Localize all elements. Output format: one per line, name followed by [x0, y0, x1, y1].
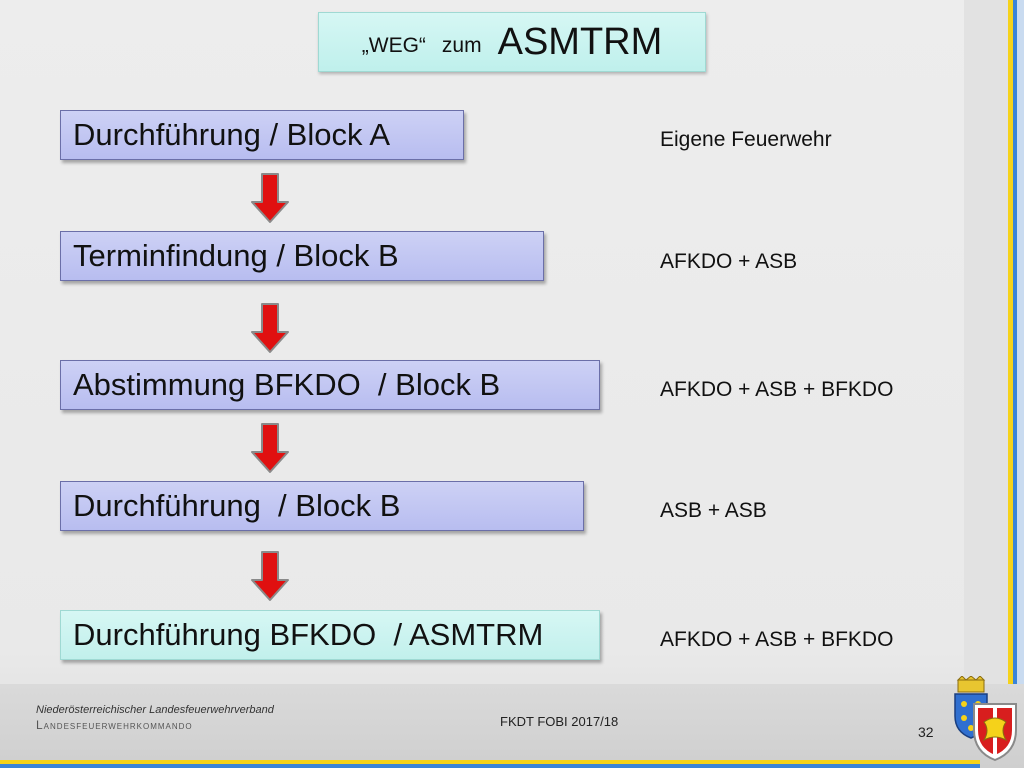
- step-label: Abstimmung BFKDO / Block B: [73, 367, 501, 402]
- arrow-down-icon: [251, 423, 289, 473]
- arrow-down-icon: [251, 303, 289, 353]
- arrow-down-icon: [251, 551, 289, 601]
- step-box-4: Durchführung / Block B: [60, 481, 584, 531]
- step-label: Durchführung BFKDO / ASMTRM: [73, 617, 544, 652]
- step-label: Durchführung / Block A: [73, 117, 391, 152]
- fire-brigade-emblem-icon: [973, 703, 1017, 762]
- footer-stripe-blue: [0, 764, 980, 768]
- title-prefix: „WEG“: [361, 34, 426, 57]
- step-note-2: AFKDO + ASB: [660, 250, 798, 273]
- step-label: Terminfindung / Block B: [73, 238, 399, 273]
- page-number: 32: [918, 724, 934, 740]
- arrow-down-icon: [251, 173, 289, 223]
- step-box-2: Terminfindung / Block B: [60, 231, 544, 281]
- step-label: Durchführung / Block B: [73, 488, 401, 523]
- footer-stripe-yellow: [0, 760, 980, 764]
- step-box-3: Abstimmung BFKDO / Block B: [60, 360, 600, 410]
- step-note-5: AFKDO + ASB + BFKDO: [660, 628, 894, 651]
- step-note-4: ASB + ASB: [660, 499, 767, 522]
- step-note-1: Eigene Feuerwehr: [660, 128, 832, 151]
- title-middle: zum: [441, 34, 482, 57]
- event-label: FKDT FOBI 2017/18: [500, 714, 619, 729]
- side-stripes: [964, 0, 1024, 768]
- org-name: Niederösterreichischer Landesfeuerwehrve…: [36, 704, 274, 716]
- step-box-5: Durchführung BFKDO / ASMTRM: [60, 610, 600, 660]
- step-box-1: Durchführung / Block A: [60, 110, 464, 160]
- step-note-3: AFKDO + ASB + BFKDO: [660, 378, 894, 401]
- title-main: ASMTRM: [497, 20, 663, 63]
- org-subtitle: Landesfeuerwehrkommando: [36, 718, 193, 732]
- slide-title: „WEG“ zum ASMTRM: [318, 12, 706, 72]
- footer: [0, 684, 1024, 768]
